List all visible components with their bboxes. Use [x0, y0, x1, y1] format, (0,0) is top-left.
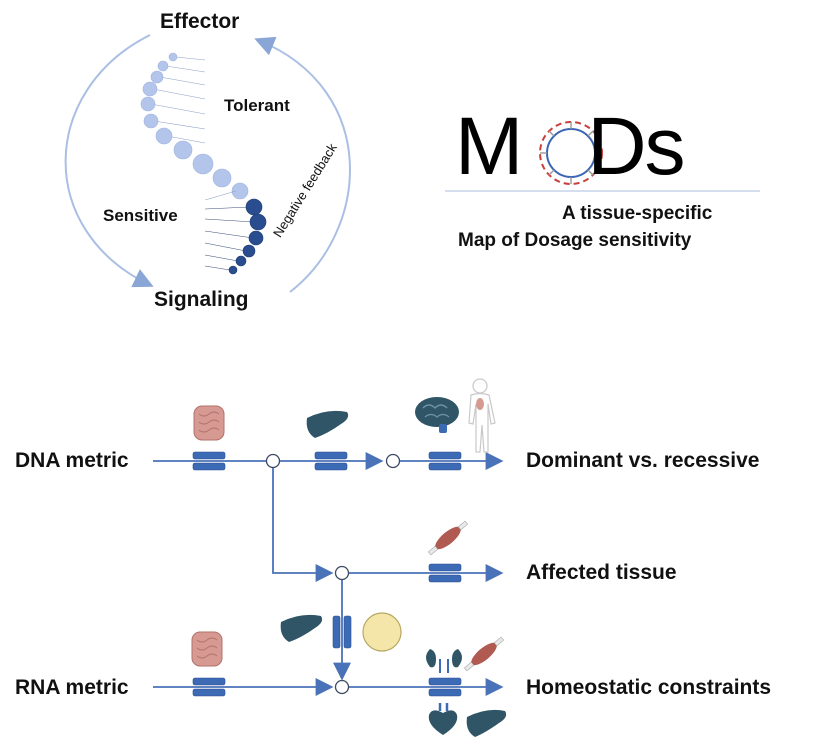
muscle-icon	[427, 520, 469, 556]
brain-icon	[415, 397, 459, 433]
logo-letters-ds: Ds	[587, 101, 685, 192]
dna-branch	[272, 468, 334, 582]
flow-node	[385, 453, 401, 469]
intestine-icon	[193, 405, 225, 441]
liver-icon	[306, 410, 349, 438]
liver-icon	[280, 614, 323, 642]
flow-node	[334, 679, 350, 695]
effector-label: Effector	[160, 10, 240, 33]
output-affected-tissue: Affected tissue	[526, 561, 677, 584]
logo-subtitle-line2: Map of Dosage sensitivity	[458, 230, 692, 251]
liver-icon	[466, 709, 507, 737]
kidney-icon	[426, 649, 462, 673]
muscle-icon	[463, 636, 505, 672]
flow-node	[334, 565, 350, 581]
tolerant-label: Tolerant	[224, 96, 290, 115]
output-dominant-recessive: Dominant vs. recessive	[526, 449, 760, 472]
cycle-left-arc	[64, 34, 154, 288]
dna-metric-label: DNA metric	[15, 449, 129, 472]
rna-metric-label: RNA metric	[15, 676, 129, 699]
logo-subtitle-line1: A tissue-specific	[562, 203, 713, 224]
flow-node	[265, 453, 281, 469]
signaling-label: Signaling	[154, 288, 249, 311]
output-homeostatic-constraints: Homeostatic constraints	[526, 676, 772, 699]
heart-icon	[428, 703, 458, 735]
dna-ring-icon	[539, 121, 603, 185]
logo-letter-m: M	[455, 101, 523, 192]
intestine-icon	[191, 631, 223, 667]
filter-block-icons	[192, 451, 462, 697]
human-body-icon	[468, 378, 496, 453]
sensitive-label: Sensitive	[103, 206, 178, 225]
cycle-right-arc	[254, 36, 351, 293]
mods-logo: M Ds	[455, 100, 686, 194]
helix-balls	[140, 52, 267, 275]
cell-icon	[362, 612, 402, 652]
